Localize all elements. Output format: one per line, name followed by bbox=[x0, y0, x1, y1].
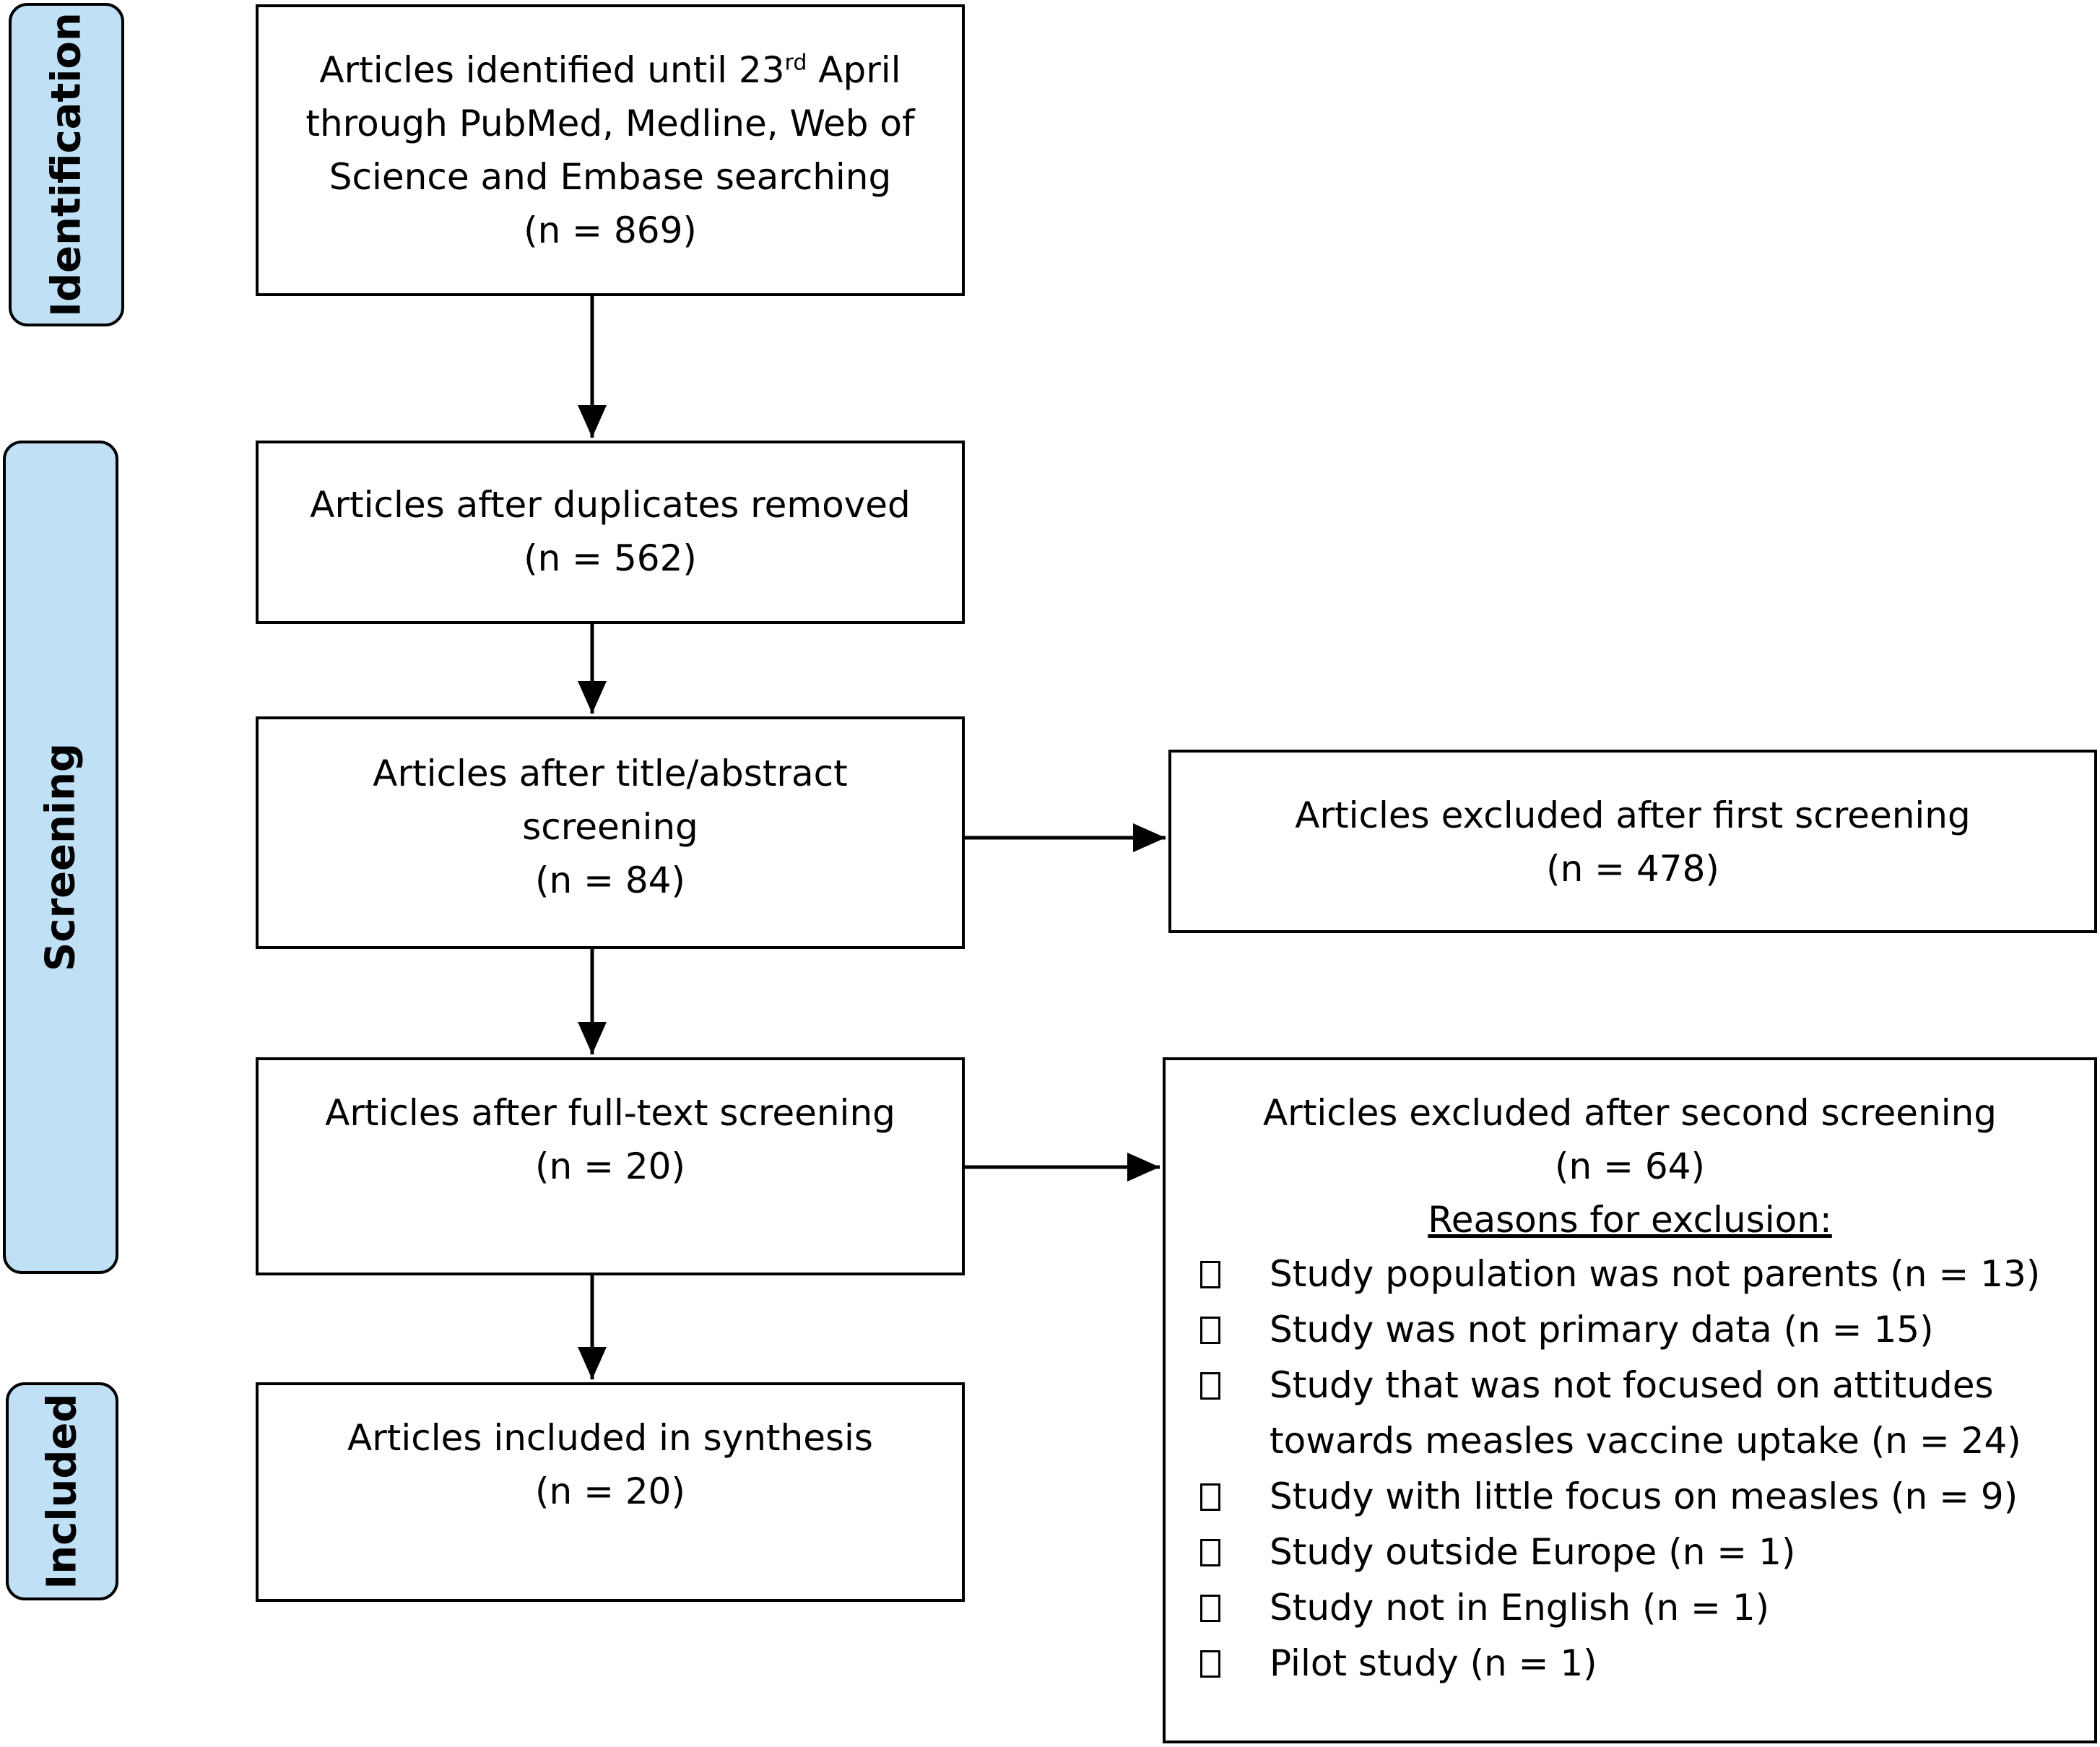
checkbox-bullet-icon bbox=[1194, 1358, 1228, 1469]
box-included: Articles included in synthesis (n = 20) bbox=[256, 1382, 965, 1602]
checkbox-bullet-icon bbox=[1194, 1525, 1228, 1580]
box-excluded-first: Articles excluded after first screening … bbox=[1168, 750, 2097, 933]
identified-line-2: through PubMed, Medline, Web of bbox=[305, 103, 915, 144]
reasons-title: Reasons for exclusion: bbox=[1428, 1199, 1832, 1241]
excluded-second-count: (n = 64) bbox=[1554, 1145, 1705, 1187]
reason-item: Study was not primary data (n = 15) bbox=[1166, 1302, 2073, 1358]
full-text-label: Articles after full-text screening bbox=[325, 1092, 895, 1134]
checkbox-bullet-icon bbox=[1194, 1580, 1228, 1636]
excluded-first-label: Articles excluded after first screening bbox=[1295, 794, 1971, 836]
identified-count: (n = 869) bbox=[524, 209, 697, 251]
reason-item: Study population was not parents (n = 13… bbox=[1166, 1247, 2073, 1302]
checkbox-bullet-icon bbox=[1194, 1247, 1228, 1302]
reason-item: Study with little focus on measles (n = … bbox=[1166, 1469, 2073, 1525]
reason-item: Pilot study (n = 1) bbox=[1166, 1636, 2073, 1691]
title-abstract-line-1: Articles after title/abstract bbox=[373, 753, 848, 794]
excluded-first-count: (n = 478) bbox=[1546, 848, 1719, 890]
reason-item: Study that was not focused on attitudes … bbox=[1166, 1358, 2073, 1469]
checkbox-bullet-icon bbox=[1194, 1302, 1228, 1358]
reason-item: Study not in English (n = 1) bbox=[1166, 1580, 2073, 1636]
duplicates-removed-label: Articles after duplicates removed bbox=[310, 484, 911, 526]
identified-line-3: Science and Embase searching bbox=[329, 156, 892, 198]
phase-screening: Screening bbox=[3, 441, 118, 1274]
included-count: (n = 20) bbox=[534, 1470, 685, 1512]
full-text-count: (n = 20) bbox=[534, 1145, 685, 1187]
checkbox-bullet-icon bbox=[1194, 1636, 1228, 1691]
phase-identification: Identification bbox=[9, 3, 124, 326]
title-abstract-line-2: screening bbox=[522, 806, 698, 848]
reasons-list: Study population was not parents (n = 13… bbox=[1166, 1247, 2094, 1691]
duplicates-removed-count: (n = 562) bbox=[524, 537, 697, 579]
box-duplicates-removed: Articles after duplicates removed (n = 5… bbox=[256, 441, 965, 624]
reason-item: Study outside Europe (n = 1) bbox=[1166, 1525, 2073, 1580]
box-excluded-second: Articles excluded after second screening… bbox=[1163, 1057, 2097, 1743]
box-identified: Articles identified until 23rd April thr… bbox=[256, 4, 965, 296]
included-label: Articles included in synthesis bbox=[347, 1417, 873, 1459]
box-title-abstract: Articles after title/abstract screening … bbox=[256, 716, 965, 949]
phase-included: Included bbox=[6, 1382, 118, 1600]
identified-line-1: Articles identified until 23rd April bbox=[319, 49, 901, 91]
box-full-text: Articles after full-text screening (n = … bbox=[256, 1057, 965, 1275]
excluded-second-label: Articles excluded after second screening bbox=[1262, 1092, 1997, 1134]
checkbox-bullet-icon bbox=[1194, 1469, 1228, 1525]
title-abstract-count: (n = 84) bbox=[534, 859, 685, 901]
